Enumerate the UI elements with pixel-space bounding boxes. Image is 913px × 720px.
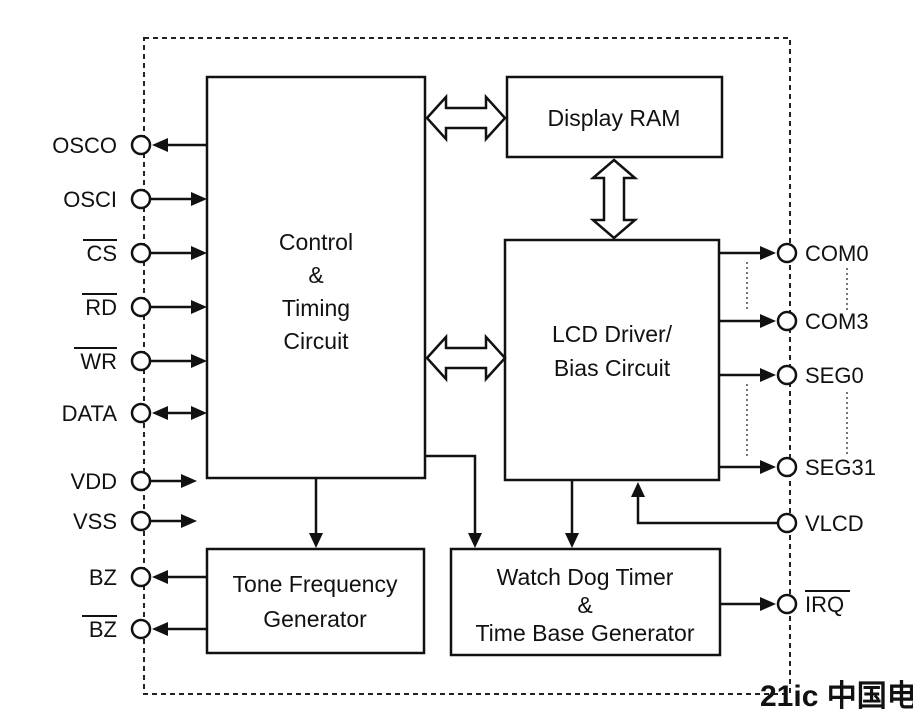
control-timing-block: Control & Timing Circuit	[205, 75, 427, 480]
lcd-driver-label-1: LCD Driver/	[552, 321, 673, 347]
pin-osci-label: OSCI	[63, 187, 117, 212]
tone-label-2: Generator	[263, 606, 367, 632]
pin-osci: OSCI	[63, 187, 207, 212]
pin-com0: COM0	[719, 241, 869, 266]
tone-generator-block: Tone Frequency Generator	[205, 547, 426, 655]
pin-com3: COM3	[719, 309, 869, 334]
control-label-3: Timing	[282, 295, 350, 321]
wire-vlcd-to-lcd	[631, 482, 786, 525]
lcd-driver-block: LCD Driver/ Bias Circuit	[503, 238, 721, 482]
pin-bz-bar-label: BZ	[89, 617, 117, 642]
wire-control-to-watchdog	[425, 454, 482, 548]
pin-data: DATA	[62, 401, 207, 426]
wire-lcd-to-watchdog	[565, 480, 579, 548]
pin-osco-label: OSCO	[52, 133, 117, 158]
watchdog-label-1: Watch Dog Timer	[497, 564, 674, 590]
pin-irq-label: IRQ	[805, 592, 844, 617]
watchdog-block: Watch Dog Timer & Time Base Generator	[449, 547, 722, 657]
pin-rd: RD	[82, 293, 207, 320]
control-label-2: &	[308, 262, 323, 288]
pin-bz: BZ	[89, 565, 207, 590]
tone-label-1: Tone Frequency	[233, 571, 398, 597]
display-ram-label: Display RAM	[548, 105, 681, 131]
pin-data-label: DATA	[62, 401, 118, 426]
pin-seg31: SEG31	[719, 455, 876, 480]
pin-wr-label: WR	[80, 349, 117, 374]
pin-seg31-label: SEG31	[805, 455, 876, 480]
control-label-1: Control	[279, 229, 353, 255]
pin-osco: OSCO	[52, 133, 207, 158]
pin-cs-label: CS	[86, 241, 117, 266]
bus-arrow-ram-lcd	[589, 158, 639, 240]
watchdog-label-2: &	[577, 592, 592, 618]
lcd-driver-label-2: Bias Circuit	[554, 355, 671, 381]
pin-com3-label: COM3	[805, 309, 869, 334]
pin-com0-label: COM0	[805, 241, 869, 266]
pin-vdd-label: VDD	[71, 469, 117, 494]
pin-rd-label: RD	[85, 295, 117, 320]
watchdog-label-3: Time Base Generator	[475, 620, 694, 646]
watermark-text: 21ic 中国电子网	[760, 680, 913, 713]
pin-irq: IRQ	[720, 590, 850, 617]
pin-vlcd-label: VLCD	[805, 511, 864, 536]
pin-vss: VSS	[73, 509, 197, 534]
display-ram-block: Display RAM	[505, 75, 724, 159]
pin-seg0-label: SEG0	[805, 363, 864, 388]
pin-bz-bar: BZ	[82, 615, 207, 642]
pin-wr: WR	[74, 347, 207, 374]
bus-arrow-control-ram	[425, 93, 507, 143]
pin-vlcd: VLCD	[776, 511, 864, 536]
pin-vss-label: VSS	[73, 509, 117, 534]
pin-bz-label: BZ	[89, 565, 117, 590]
pin-vdd: VDD	[71, 469, 197, 494]
control-label-4: Circuit	[283, 328, 349, 354]
wire-control-to-tone	[309, 478, 323, 548]
bus-arrow-control-lcd	[425, 333, 507, 383]
pin-seg0: SEG0	[719, 363, 864, 388]
pin-cs: CS	[83, 239, 207, 266]
